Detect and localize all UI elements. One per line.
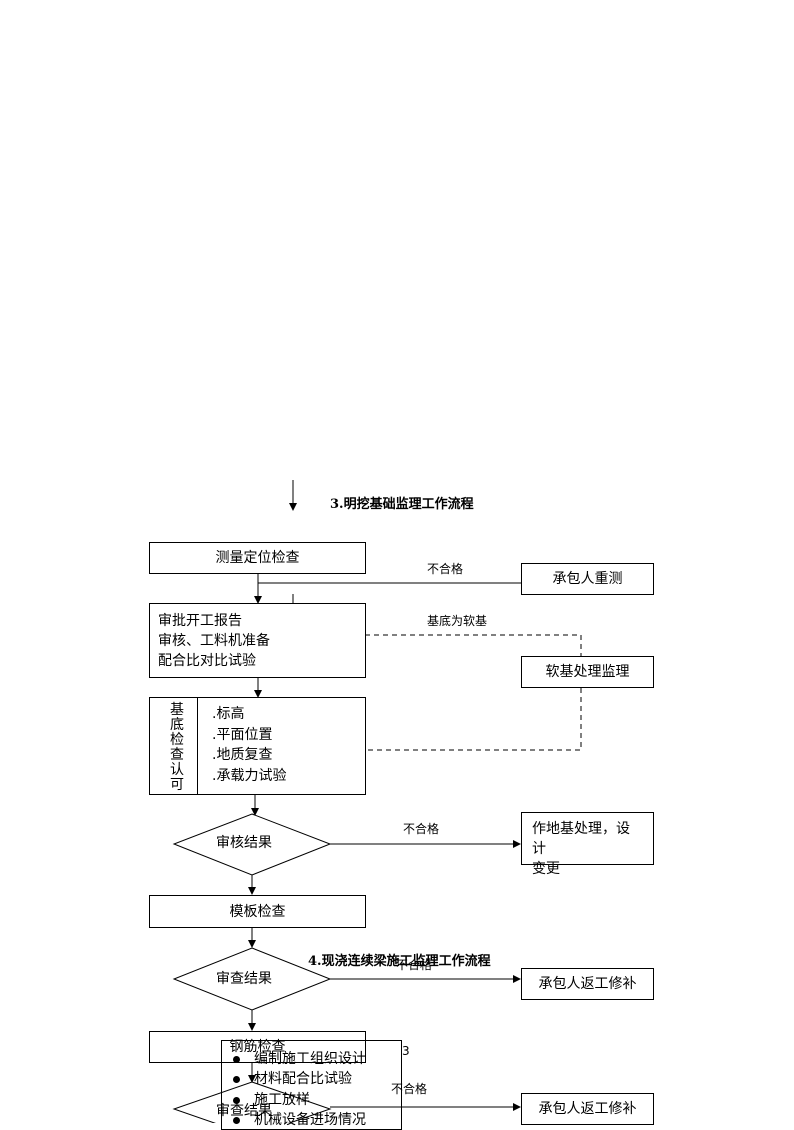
edge-label-unqualified-4: 不合格	[391, 1082, 428, 1096]
soft-base-supervision-label: 软基处理监理	[545, 664, 630, 680]
edge-label-unqualified-2: 不合格	[403, 822, 440, 836]
dashed-soft-base-bottom	[365, 688, 582, 751]
base-check-items: .标高 .平面位置 .地质复查 .承载力试验	[212, 704, 286, 786]
bullet-icon	[233, 1075, 240, 1083]
foundation-treatment-line-1: 作地基处理，设计	[532, 821, 630, 857]
approve-start-box: 审批开工报告 审核、工料机准备 配合比对比试验	[149, 603, 366, 678]
base-check-item-bearing: .承载力试验	[212, 767, 287, 784]
bullet-icon	[233, 1116, 240, 1124]
base-check-divider	[197, 698, 198, 794]
contractor-resurvey-label: 承包人重测	[552, 571, 623, 587]
foundation-treatment-line-2: 变更	[532, 861, 560, 877]
list-item-layout: 施工放样	[233, 1089, 310, 1109]
section-title-3: 3.明挖基础监理工作流程	[330, 497, 474, 512]
base-check-item-elevation: .标高	[212, 706, 245, 722]
edge-label-unqualified-3: 不合格	[396, 958, 433, 972]
base-check-box: 基底检查认可 .标高 .平面位置 .地质复查 .承载力试验	[149, 697, 366, 795]
approve-start-line-1: 审批开工报告	[158, 613, 242, 629]
contractor-resurvey-box: 承包人重测	[521, 563, 654, 595]
edge-label-soft-base: 基底为软基	[427, 614, 488, 628]
list-item-equipment: 机械设备进场情况	[233, 1109, 366, 1129]
review-result-3-diamond	[172, 1081, 332, 1123]
dashed-soft-base-top	[365, 634, 582, 656]
base-check-item-position: .平面位置	[212, 726, 273, 743]
approve-start-line-2: 审核、工料机准备	[158, 633, 270, 649]
bullet-icon	[233, 1096, 240, 1104]
review-result-2-label: 审查结果	[216, 971, 272, 987]
page-number: 3	[402, 1044, 410, 1058]
formwork-check-box: 模板检查	[149, 895, 366, 928]
rebar-check-box: 钢筋检查	[149, 1031, 366, 1063]
formwork-check-label: 模板检查	[229, 903, 286, 920]
list-item-construction-plan: 编制施工组织设计	[233, 1048, 366, 1068]
base-check-item-geology: .地质复查	[212, 747, 273, 763]
review-result-3-label: 审查结果	[216, 1103, 272, 1119]
approve-start-line-3: 配合比对比试验	[158, 653, 256, 669]
list-item-mix-test: 材料配合比试验	[233, 1068, 352, 1088]
contractor-repair-2-label: 承包人返工修补	[538, 1101, 637, 1117]
contractor-repair-1-label: 承包人返工修补	[538, 976, 637, 992]
contractor-repair-2-box: 承包人返工修补	[521, 1093, 654, 1125]
bullet-icon	[233, 1055, 240, 1063]
edge-label-unqualified-1: 不合格	[427, 562, 464, 576]
section-title-4: 4.现浇连续梁施工监理工作流程	[308, 954, 491, 969]
rebar-check-label: 钢筋检查	[229, 1039, 286, 1055]
foundation-treatment-box: 作地基处理，设计 变更	[521, 812, 654, 877]
soft-base-supervision-box: 软基处理监理	[521, 656, 654, 688]
contractor-repair-1-box: 承包人返工修补	[521, 968, 654, 1000]
survey-check-label: 测量定位检查	[215, 550, 300, 566]
survey-check-box: 测量定位检查	[149, 542, 366, 574]
review-result-1-label: 审核结果	[216, 835, 272, 851]
base-check-label: 基底检查认可	[170, 702, 184, 793]
